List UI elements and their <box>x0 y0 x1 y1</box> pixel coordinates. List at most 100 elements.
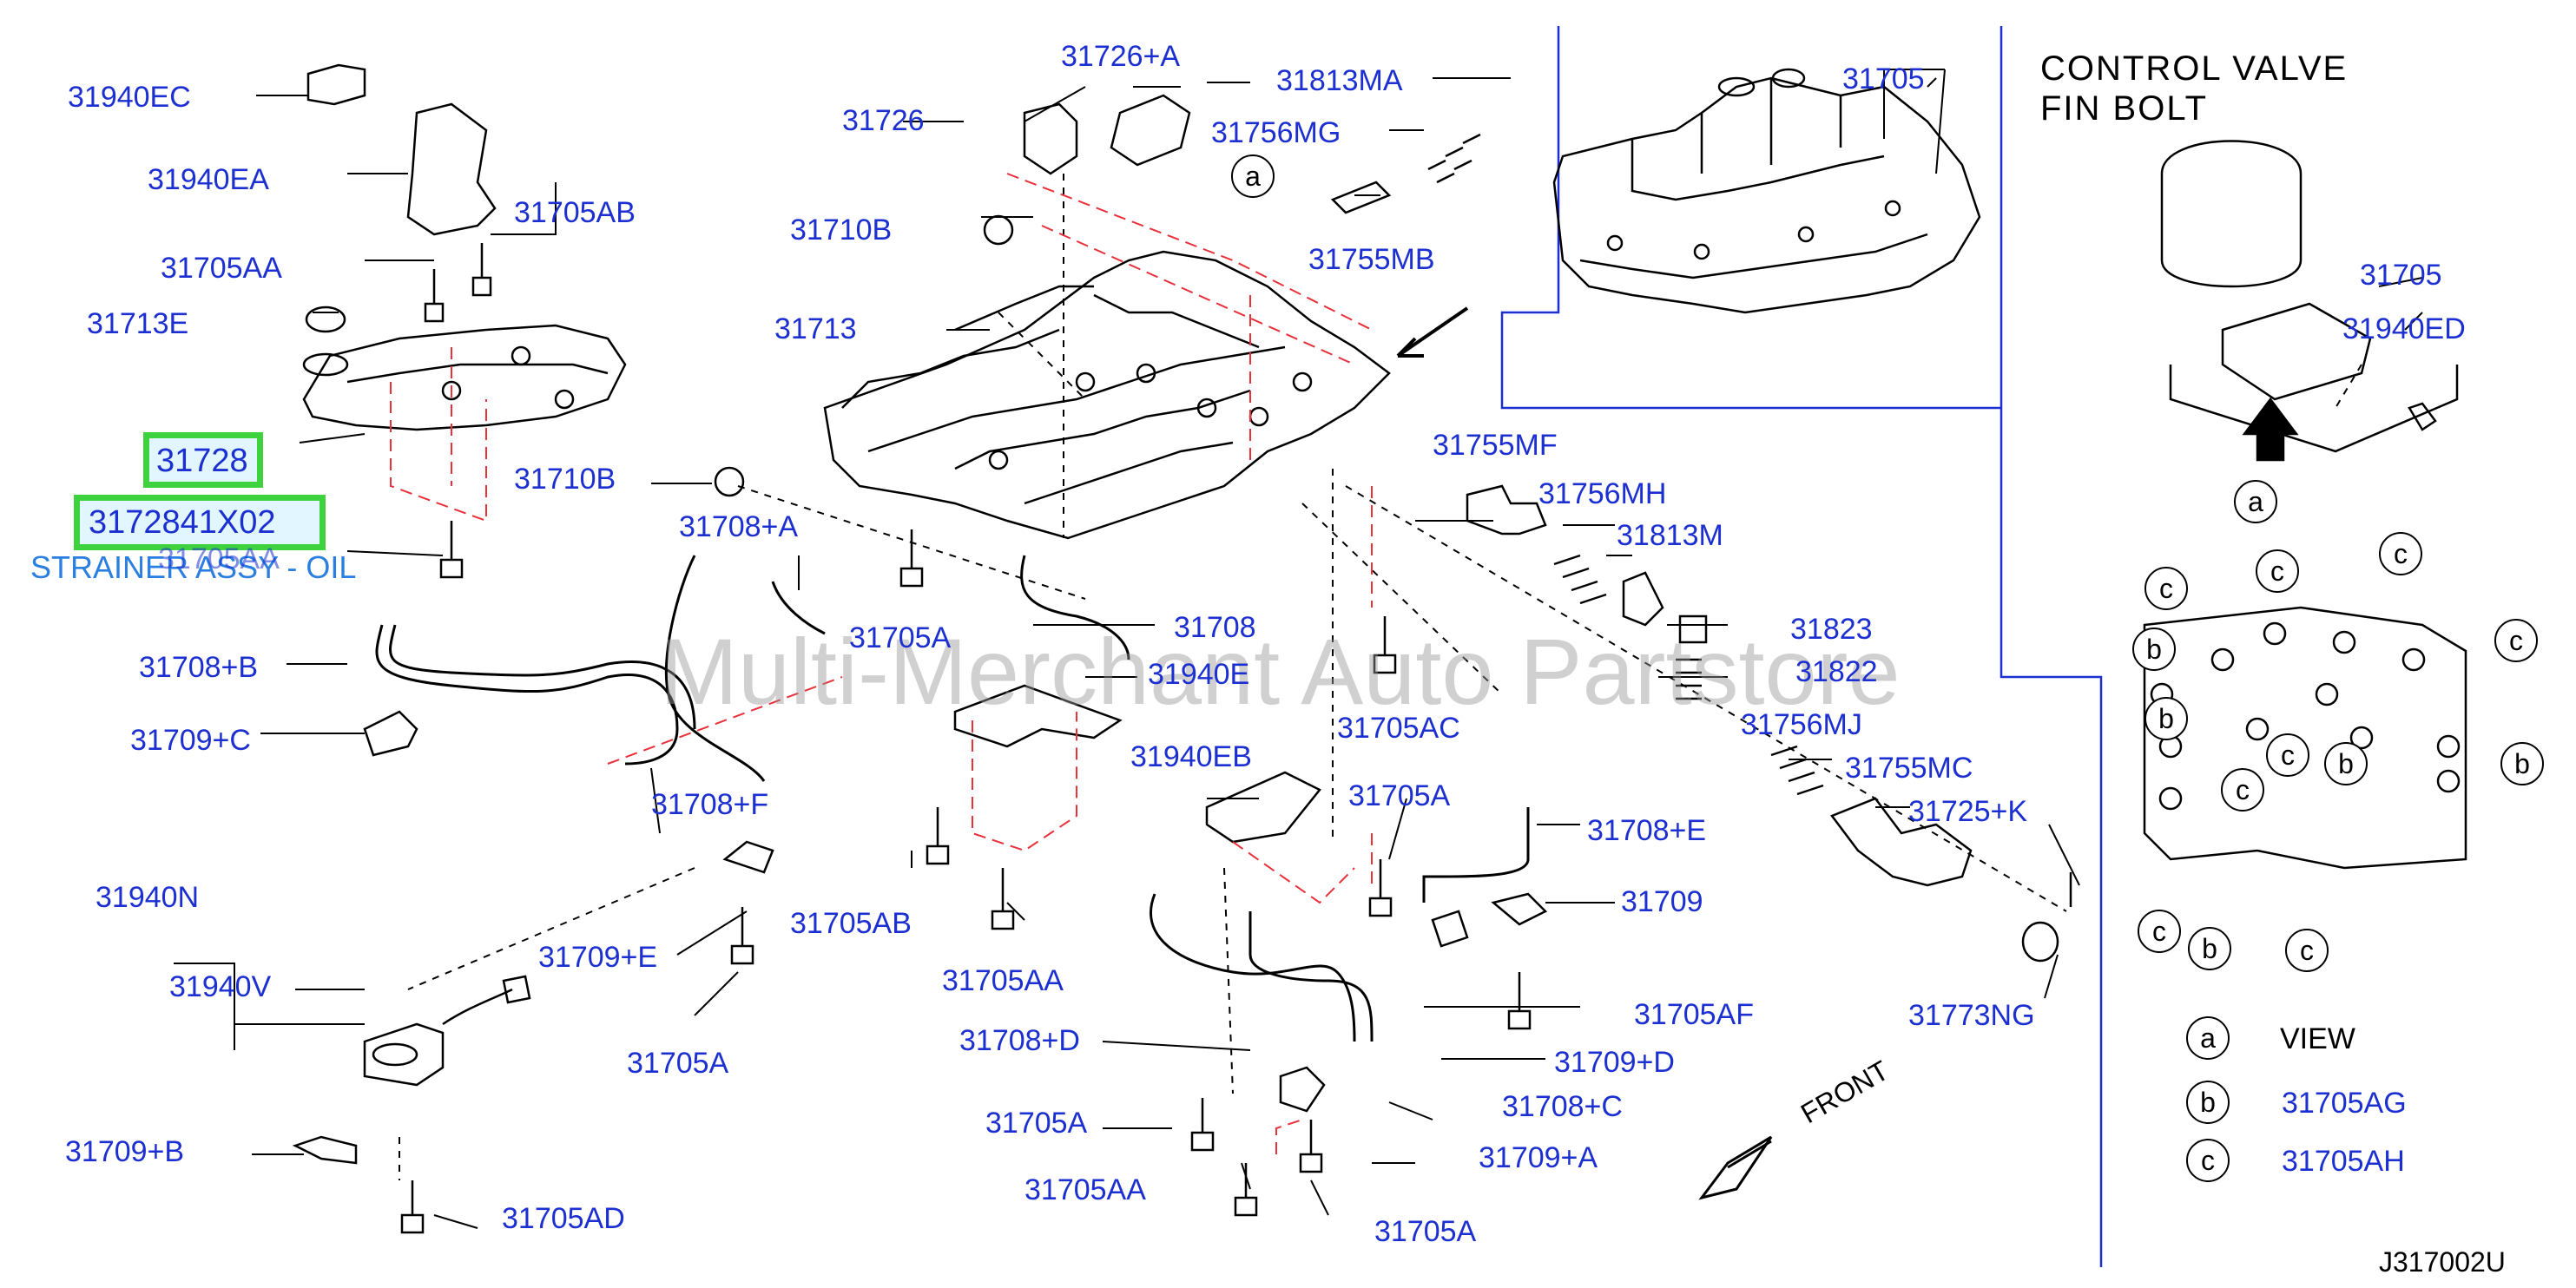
seal-31713e <box>305 306 346 333</box>
label-31813m[interactable]: 31813M <box>1617 519 1723 552</box>
label-31755mb[interactable]: 31755MB <box>1308 243 1435 276</box>
label-31713e[interactable]: 31713E <box>87 307 189 340</box>
label-31755mc[interactable]: 31755MC <box>1845 752 1973 785</box>
label-31708c[interactable]: 31708+C <box>1502 1090 1623 1123</box>
view-callout-c[interactable]: c <box>2144 567 2188 610</box>
label-31708f[interactable]: 31708+F <box>651 788 769 821</box>
part-31726a <box>1110 94 1191 167</box>
callout-a-main[interactable]: a <box>1231 154 1275 198</box>
label-31705-inset[interactable]: 31705 <box>2360 259 2442 292</box>
label-31773ng[interactable]: 31773NG <box>1908 999 2035 1032</box>
pointer-arrow <box>1396 306 1469 358</box>
label-31940ec[interactable]: 31940EC <box>68 81 191 114</box>
highlight-partnumber-box[interactable] <box>74 495 326 550</box>
view-callout-c[interactable]: c <box>2285 929 2329 972</box>
label-31755mf[interactable]: 31755MF <box>1433 429 1558 462</box>
label-31756mh[interactable]: 31756MH <box>1538 477 1667 510</box>
legend-c-text[interactable]: 31705AH <box>2282 1145 2405 1178</box>
bracket-31940eb <box>1205 771 1321 844</box>
label-31725k[interactable]: 31725+K <box>1908 795 2028 828</box>
nut-31710b-top <box>983 214 1014 246</box>
label-31705aa-bot2[interactable]: 31705AA <box>942 964 1064 997</box>
label-31705af[interactable]: 31705AF <box>1634 998 1754 1031</box>
bracket-31940e <box>953 684 1123 748</box>
label-31726a[interactable]: 31726+A <box>1061 40 1181 73</box>
inset-up-arrow <box>2242 397 2299 462</box>
label-31709b[interactable]: 31709+B <box>65 1135 185 1168</box>
label-31709a[interactable]: 31709+A <box>1479 1141 1598 1174</box>
label-31710b-mid[interactable]: 31710B <box>514 463 616 496</box>
label-31705-top[interactable]: 31705 <box>1842 62 1925 95</box>
label-31708d[interactable]: 31708+D <box>959 1024 1080 1057</box>
label-31705aa-mid[interactable]: 31705AA <box>158 542 280 575</box>
upper-valve-body-inset <box>1552 68 1981 314</box>
legend-b-mark: b <box>2186 1081 2230 1124</box>
label-31940eb[interactable]: 31940EB <box>1130 740 1252 773</box>
label-31940ed[interactable]: 31940ED <box>2342 312 2466 345</box>
view-a-outline <box>2143 606 2467 870</box>
valves-and-springs <box>1330 133 2072 963</box>
label-31756mg[interactable]: 31756MG <box>1211 116 1341 149</box>
legend-a-mark: a <box>2186 1016 2230 1060</box>
label-31940n[interactable]: 31940N <box>96 881 200 914</box>
label-31940v[interactable]: 31940V <box>169 970 272 1003</box>
clip-31709b <box>292 1135 358 1165</box>
view-callout-b[interactable]: b <box>2500 742 2544 785</box>
legend-b-text[interactable]: 31705AG <box>2282 1087 2407 1120</box>
control-valve-body <box>823 250 1391 540</box>
label-31940ea[interactable]: 31940EA <box>148 163 269 196</box>
sensor-31940n <box>363 975 531 1087</box>
label-31708e[interactable]: 31708+E <box>1587 814 1707 847</box>
label-31709c[interactable]: 31709+C <box>130 724 251 757</box>
label-31705aa-top[interactable]: 31705AA <box>161 252 282 285</box>
view-callout-c[interactable]: c <box>2494 619 2538 662</box>
view-callout-c[interactable]: c <box>2266 733 2309 777</box>
clip-31709 <box>1491 892 1548 926</box>
label-31705a-4[interactable]: 31705A <box>985 1107 1088 1140</box>
strainer-caption: STRAINER ASSY - OIL <box>30 549 357 585</box>
oil-tubes <box>375 555 1530 1042</box>
label-31708b[interactable]: 31708+B <box>139 651 259 684</box>
label-31756mj[interactable]: 31756MJ <box>1741 708 1862 741</box>
inset-frame-lines <box>1500 26 2103 1267</box>
label-31822[interactable]: 31822 <box>1795 655 1878 688</box>
clip-31709e <box>722 840 774 874</box>
label-31709d[interactable]: 31709+D <box>1554 1046 1675 1079</box>
label-31705ac[interactable]: 31705AC <box>1337 712 1460 745</box>
label-31709[interactable]: 31709 <box>1621 885 1703 918</box>
view-callout-b[interactable]: b <box>2324 742 2368 785</box>
view-callout-c[interactable]: c <box>2379 532 2422 575</box>
view-callout-c[interactable]: c <box>2221 768 2264 812</box>
label-31708a[interactable]: 31708+A <box>679 510 799 543</box>
view-callout-b[interactable]: b <box>2188 927 2231 970</box>
highlight-part-box[interactable] <box>143 432 263 488</box>
clip-31709c <box>363 710 418 757</box>
label-31705a-5[interactable]: 31705A <box>627 1047 729 1080</box>
label-31726[interactable]: 31726 <box>842 104 925 137</box>
view-callout-c[interactable]: c <box>2138 910 2181 953</box>
label-31940e[interactable]: 31940E <box>1148 658 1250 691</box>
label-31713[interactable]: 31713 <box>774 312 857 345</box>
label-31813ma[interactable]: 31813MA <box>1276 64 1403 97</box>
bolts <box>400 243 1532 1234</box>
label-31705a-3[interactable]: 31705A <box>1374 1215 1477 1248</box>
label-31705ad[interactable]: 31705AD <box>502 1202 625 1235</box>
label-31823[interactable]: 31823 <box>1790 613 1873 646</box>
view-callout-b[interactable]: b <box>2132 628 2176 671</box>
label-31710b-top[interactable]: 31710B <box>790 214 893 246</box>
callout-a-inset[interactable]: a <box>2234 480 2277 523</box>
label-31705a-2[interactable]: 31705A <box>1348 779 1451 812</box>
label-31708[interactable]: 31708 <box>1174 611 1256 644</box>
strainer-assy <box>302 324 627 431</box>
highlight-partnumber-label[interactable]: 3172841X02 <box>89 504 276 541</box>
label-31705a-1[interactable]: 31705A <box>849 621 952 654</box>
legend-a-text: VIEW <box>2280 1022 2355 1055</box>
label-31705ab-bot[interactable]: 31705AB <box>790 907 912 940</box>
label-31709e[interactable]: 31709+E <box>538 941 658 974</box>
view-callout-b[interactable]: b <box>2144 697 2188 740</box>
label-31705aa-bot[interactable]: 31705AA <box>1024 1173 1146 1206</box>
legend-c-mark: c <box>2186 1139 2230 1182</box>
highlight-part-label[interactable]: 31728 <box>156 443 248 479</box>
label-31705ab-top[interactable]: 31705AB <box>514 196 636 229</box>
view-callout-c[interactable]: c <box>2256 549 2299 593</box>
